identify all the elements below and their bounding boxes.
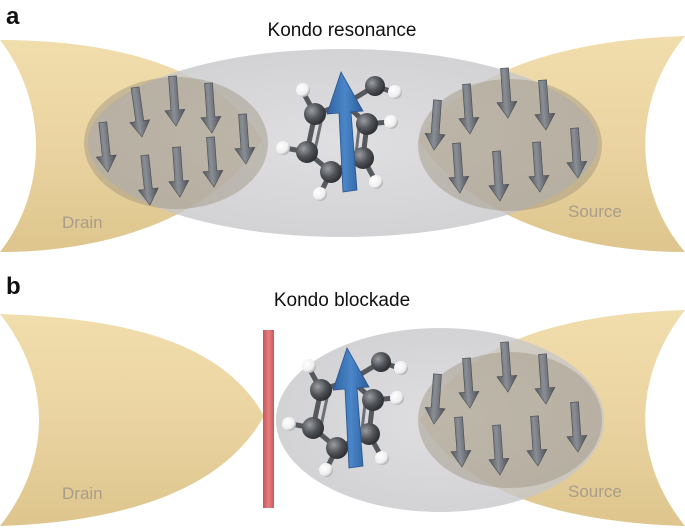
- blockade-barrier: [263, 330, 274, 508]
- panel-a: a Kondo resonance: [0, 3, 685, 252]
- panel-b: b Kondo blockade Drain Source: [0, 273, 685, 526]
- panel-a-drain-label: Drain: [62, 213, 103, 232]
- panel-b-source-label: Source: [568, 482, 622, 501]
- panel-a-source-label: Source: [568, 202, 622, 221]
- panel-b-letter: b: [6, 273, 21, 300]
- panel-a-letter: a: [6, 3, 20, 30]
- drain-electron-cloud: [84, 77, 268, 209]
- drain-lead: [0, 314, 264, 526]
- panel-b-title: Kondo blockade: [274, 290, 410, 311]
- panel-a-title: Kondo resonance: [268, 20, 417, 41]
- panel-b-drain-label: Drain: [62, 484, 103, 503]
